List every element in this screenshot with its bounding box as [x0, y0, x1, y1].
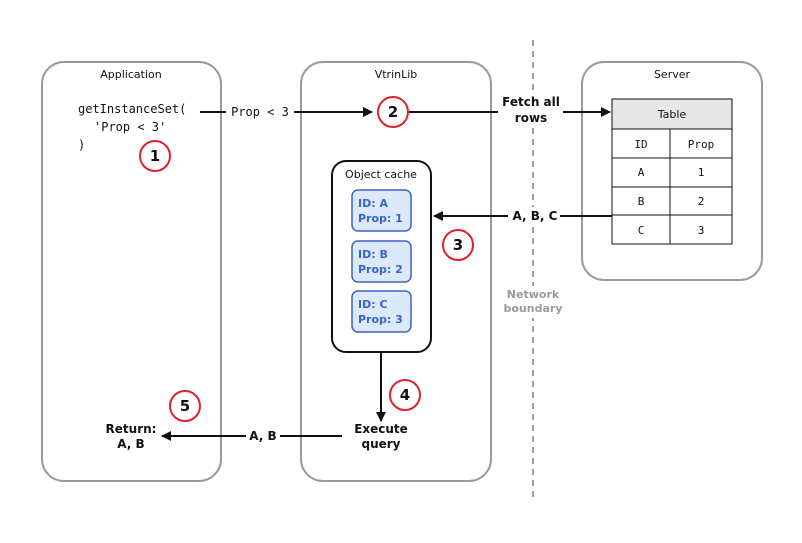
return-label-line-1: Return:: [106, 422, 157, 436]
table-cell: A: [638, 166, 645, 179]
svg-text:5: 5: [180, 397, 190, 415]
step-badge-5: 5: [169, 390, 201, 422]
step-badge-3: 3: [442, 229, 474, 261]
step-badge-4: 4: [389, 379, 421, 411]
table-cell: C: [638, 224, 645, 237]
table-cell: B: [638, 195, 645, 208]
application-panel: [41, 61, 222, 482]
network-label-line-2: boundary: [504, 302, 563, 315]
cache-item-prop: Prop: 2: [358, 263, 403, 276]
table-cell: 2: [698, 195, 705, 208]
execute-label-line-2: query: [361, 437, 400, 451]
svg-text:2: 2: [388, 103, 398, 121]
cache-item-id: ID: C: [358, 298, 388, 311]
object-cache-title: Object cache: [345, 168, 417, 181]
results-arrow-label: A, B, C: [513, 209, 558, 223]
server-table: Table ID Prop A 1 B 2 C 3: [611, 98, 733, 245]
query-arrow-label: Prop < 3: [231, 105, 289, 119]
cache-item-id: ID: B: [358, 248, 388, 261]
table-header-id: ID: [634, 138, 647, 151]
fetch-label-line-1: Fetch all: [502, 95, 560, 109]
cache-item: ID: C Prop: 3: [351, 290, 412, 333]
svg-text:4: 4: [400, 386, 410, 404]
return-arrow-label: A, B: [249, 429, 276, 443]
cache-item-id: ID: A: [358, 197, 388, 210]
svg-text:3: 3: [453, 236, 463, 254]
code-line-1: getInstanceSet(: [78, 102, 186, 116]
fetch-label-line-2: rows: [515, 111, 547, 125]
svg-text:1: 1: [150, 147, 160, 165]
vtrinlib-title: VtrinLib: [375, 68, 418, 81]
cache-item: ID: B Prop: 2: [351, 240, 412, 283]
table-cell: 1: [698, 166, 705, 179]
step-badge-2: 2: [377, 96, 409, 128]
application-title: Application: [100, 68, 161, 81]
cache-item-prop: Prop: 3: [358, 313, 403, 326]
table-header-prop: Prop: [688, 138, 715, 151]
return-label-line-2: A, B: [117, 437, 144, 451]
execute-label-line-1: Execute: [354, 422, 408, 436]
table-cell: 3: [698, 224, 705, 237]
server-title: Server: [654, 68, 691, 81]
step-badge-1: 1: [139, 140, 171, 172]
table-title: Table: [657, 108, 687, 121]
network-label-line-1: Network: [507, 288, 560, 301]
cache-item-prop: Prop: 1: [358, 212, 403, 225]
code-line-2: 'Prop < 3': [94, 120, 166, 134]
code-line-3: ): [78, 138, 85, 152]
cache-item: ID: A Prop: 1: [351, 189, 412, 232]
